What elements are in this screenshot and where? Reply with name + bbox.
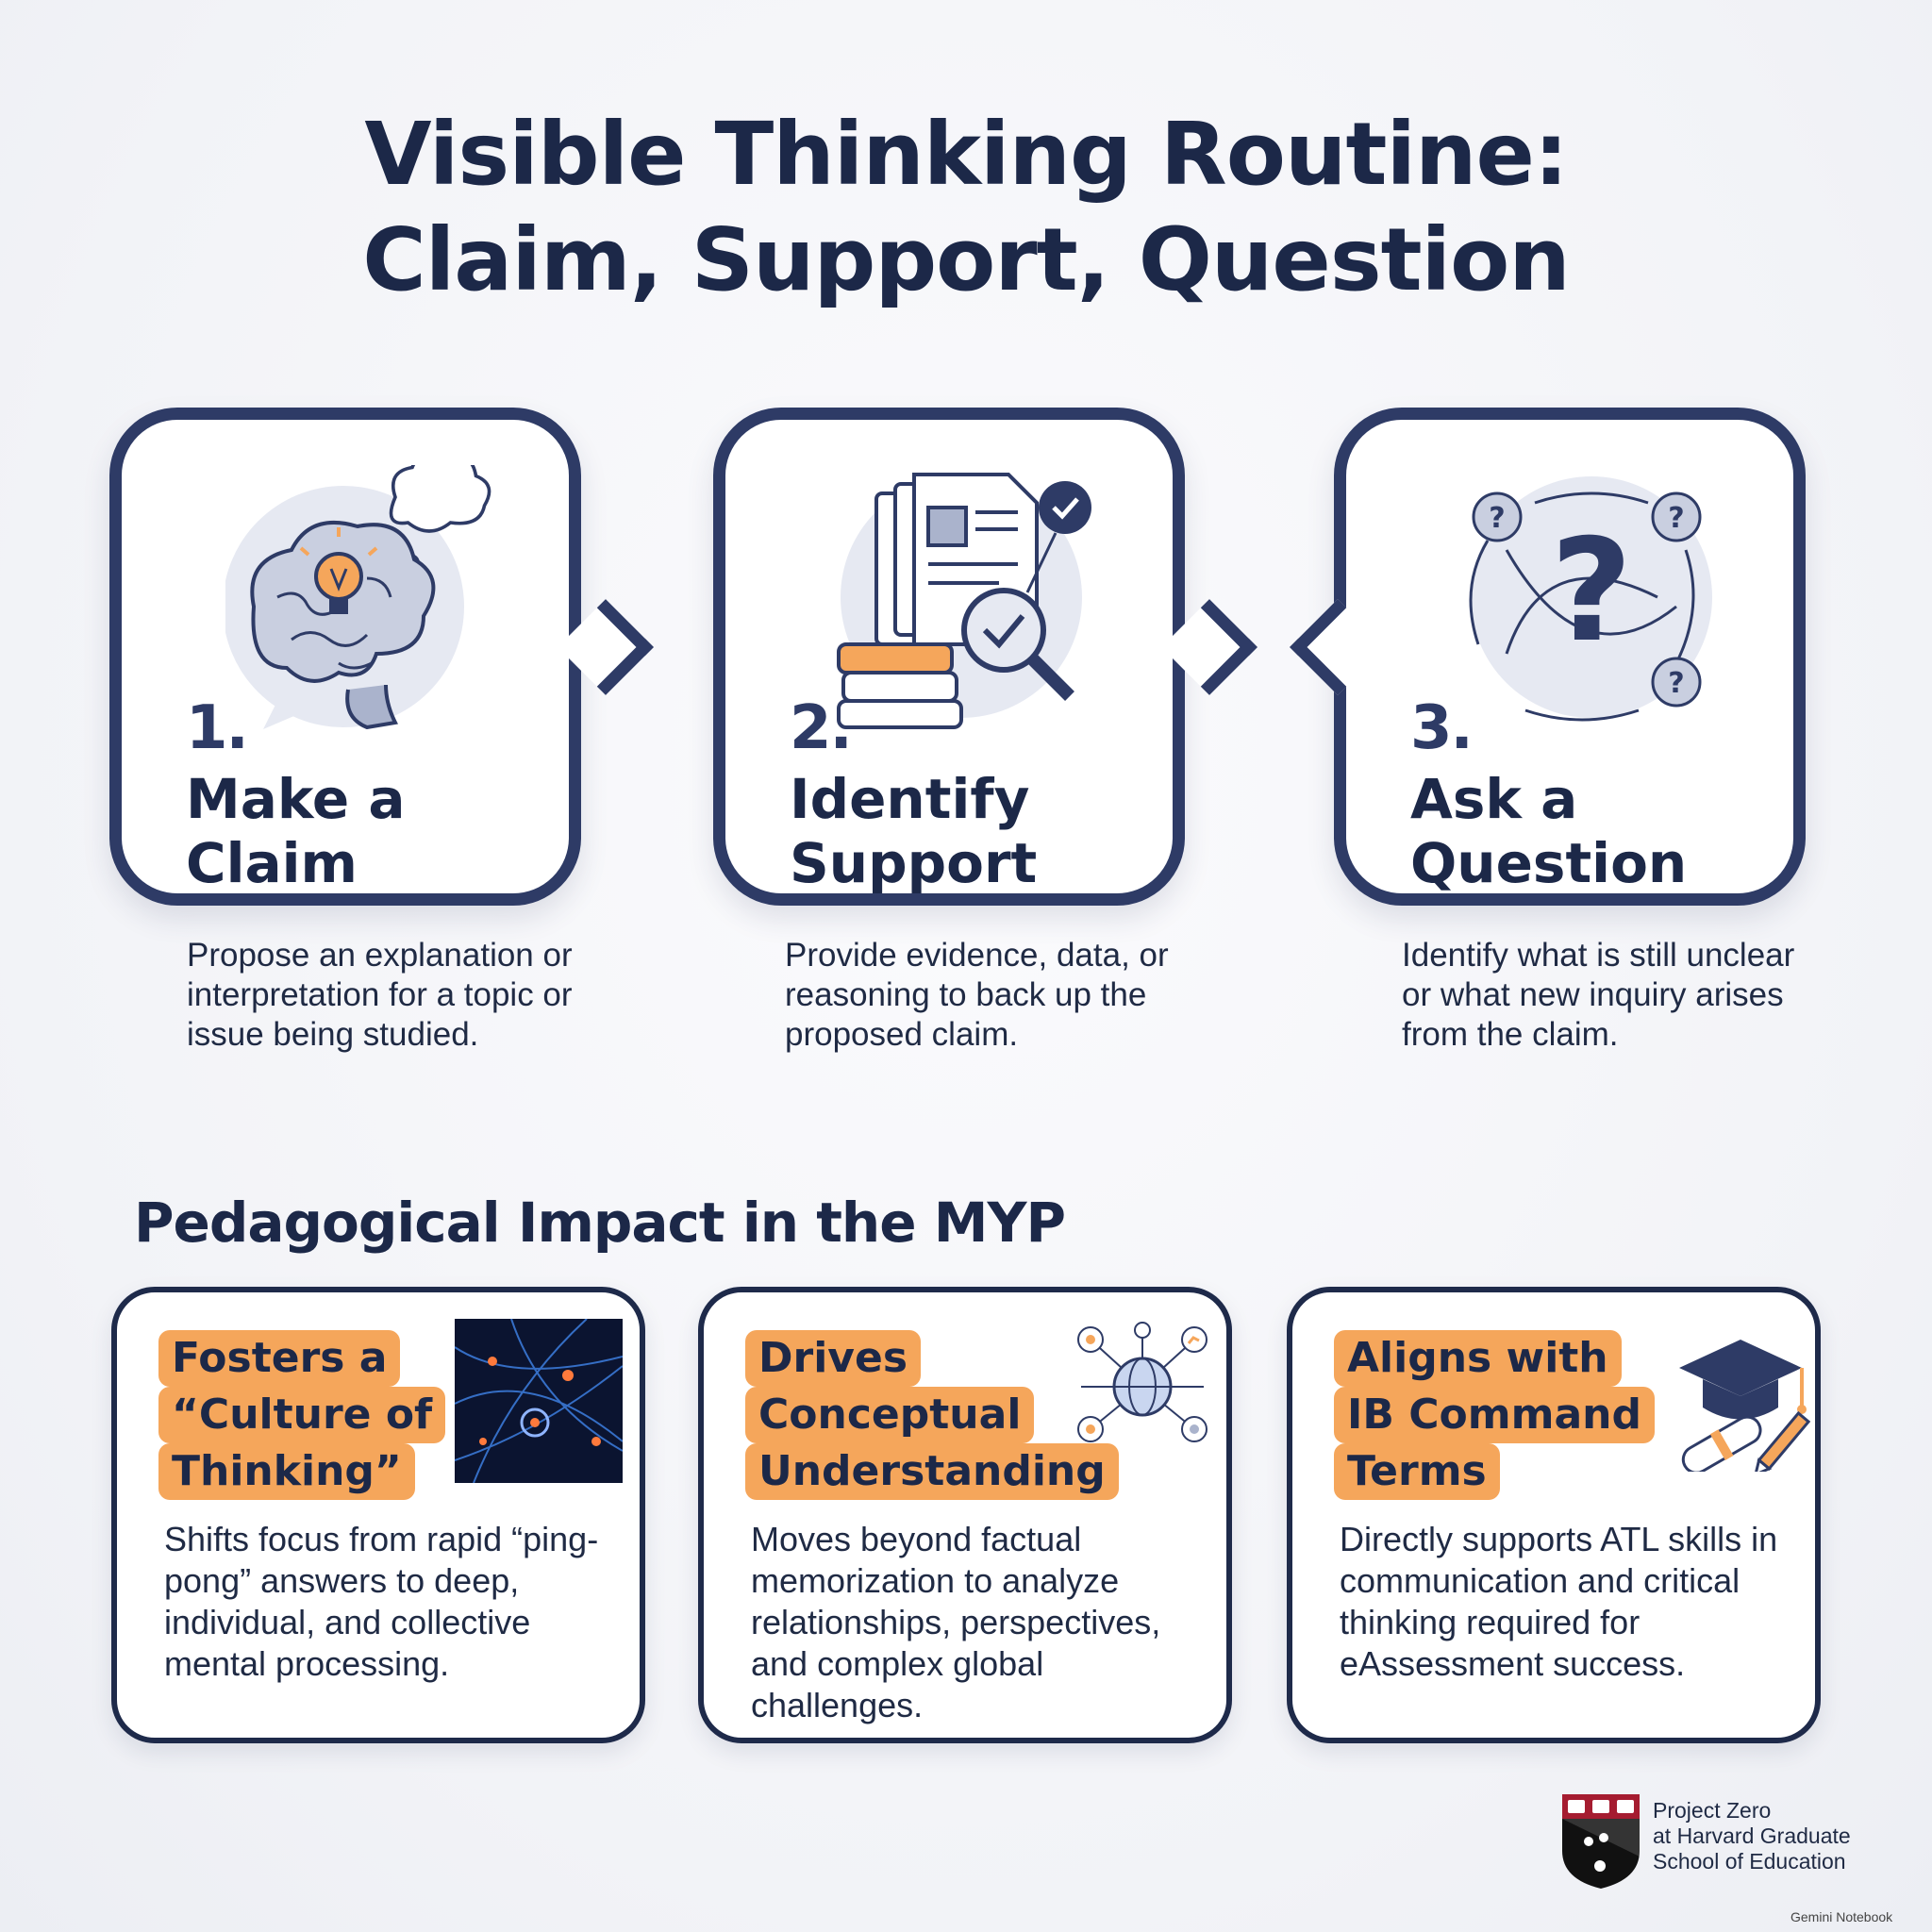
step-card-claim: 1. Make a Claim xyxy=(109,408,581,906)
step-title: Ask a Question xyxy=(1410,767,1807,895)
step-title: Make a Claim xyxy=(186,767,582,895)
impact-title: Aligns with IB Command Terms xyxy=(1334,1330,1655,1500)
step-title-line-1: Ask a xyxy=(1410,767,1578,831)
section-title: Pedagogical Impact in the MYP xyxy=(134,1191,1066,1255)
impact-card-command-terms: Aligns with IB Command Terms Directly su… xyxy=(1287,1287,1821,1743)
step-title: Identify Support xyxy=(790,767,1186,895)
svg-text:?: ? xyxy=(1550,509,1632,674)
impact-title-line: IB Command xyxy=(1334,1387,1655,1443)
step-number: 3. xyxy=(1410,693,1474,763)
brain-lightbulb-icon xyxy=(225,465,491,729)
impact-description: Directly supports ATL skills in communic… xyxy=(1340,1520,1778,1683)
step-number: 2. xyxy=(790,693,853,763)
impact-description: Shifts focus from rapid “ping-pong” answ… xyxy=(164,1520,599,1683)
neural-network-image xyxy=(455,1319,623,1483)
question-cycle-icon: ? ? ? ? xyxy=(1469,476,1712,722)
step-title-line-2: Claim xyxy=(186,831,358,895)
step-number: 1. xyxy=(186,693,249,763)
globe-network-icon xyxy=(1077,1322,1208,1442)
impact-title: Drives Conceptual Understanding xyxy=(745,1330,1119,1500)
impact-card-conceptual: Drives Conceptual Understanding Moves be… xyxy=(698,1287,1232,1743)
harvard-shield-logo xyxy=(1562,1794,1640,1889)
impact-title-line: Understanding xyxy=(745,1443,1119,1500)
page-title: Visible Thinking Routine: Claim, Support… xyxy=(0,102,1932,313)
footer-line: at Harvard Graduate xyxy=(1653,1824,1851,1848)
documents-magnifier-icon xyxy=(837,473,1091,729)
svg-text:?: ? xyxy=(1668,502,1684,535)
step-description: Propose an explanation or interpretation… xyxy=(187,937,573,1053)
impact-title-line: Fosters a xyxy=(158,1330,401,1387)
impact-description: Moves beyond factual memorization to ana… xyxy=(751,1520,1161,1724)
step-description: Provide evidence, data, or reasoning to … xyxy=(785,937,1169,1053)
footer-line: School of Education xyxy=(1653,1849,1846,1874)
impact-card-culture: Fosters a “Culture of Thinking” Shifts f… xyxy=(111,1287,645,1743)
step-description: Identify what is still unclear or what n… xyxy=(1402,937,1795,1053)
step-card-question: ? ? ? ? 3. Ask a Question xyxy=(1334,408,1806,906)
step-title-line-1: Make a xyxy=(186,767,406,831)
svg-text:?: ? xyxy=(1668,667,1684,700)
step-title-line-1: Identify xyxy=(790,767,1030,831)
impact-title-line: Conceptual xyxy=(745,1387,1035,1443)
title-line-2: Claim, Support, Question xyxy=(362,209,1571,310)
impact-title-line: Aligns with xyxy=(1334,1330,1622,1387)
impact-title-line: Thinking” xyxy=(158,1443,415,1500)
gemini-notebook-badge: Gemini Notebook xyxy=(1790,1909,1893,1924)
impact-title-line: Terms xyxy=(1334,1443,1500,1500)
impact-title: Fosters a “Culture of Thinking” xyxy=(158,1330,446,1500)
step-title-line-2: Question xyxy=(1410,831,1688,895)
impact-title-line: “Culture of xyxy=(158,1387,446,1443)
step-card-support: 2. Identify Support xyxy=(713,408,1185,906)
footer-line: Project Zero xyxy=(1653,1798,1772,1823)
impact-title-line: Drives xyxy=(745,1330,922,1387)
title-line-1: Visible Thinking Routine: xyxy=(364,104,1568,205)
footer-attribution: Project Zero at Harvard Graduate School … xyxy=(1653,1798,1851,1874)
graduation-cap-icon xyxy=(1679,1340,1811,1472)
step-title-line-2: Support xyxy=(790,831,1038,895)
svg-text:?: ? xyxy=(1489,502,1505,535)
